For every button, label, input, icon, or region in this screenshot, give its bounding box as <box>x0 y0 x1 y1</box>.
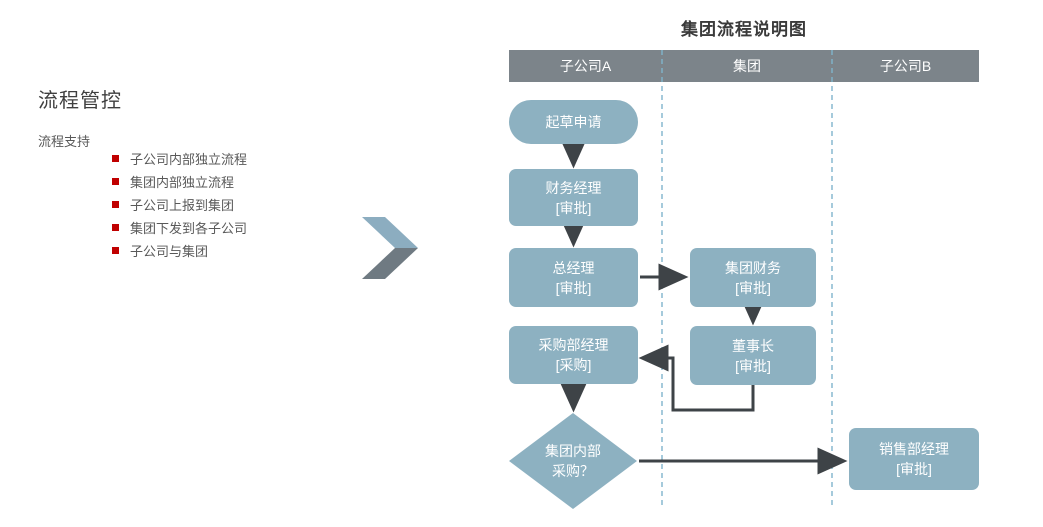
lane-header-subsidiary-b: 子公司B <box>879 58 932 74</box>
node-sublabel: [采购] <box>555 357 592 373</box>
node-label: 采购部经理 <box>538 337 609 353</box>
list-item-label: 子公司上报到集团 <box>130 198 235 213</box>
flow-node-chairman: 董事长 [审批] <box>690 326 816 385</box>
node-sublabel: [审批] <box>555 199 592 216</box>
flow-node-decision: 集团内部 采购？ <box>509 413 637 509</box>
node-sublabel: [审批] <box>735 357 771 374</box>
lane-header-group: 集团 <box>733 58 761 74</box>
node-sublabel: [审批] <box>896 461 932 477</box>
list-item: 子公司与集团 <box>112 239 247 262</box>
list-item: 子公司上报到集团 <box>112 193 247 216</box>
list-item: 子公司内部独立流程 <box>112 147 247 170</box>
swimlane-header: 子公司A 集团 子公司B <box>509 50 979 82</box>
node-label: 董事长 <box>732 337 774 354</box>
node-label: 集团财务 <box>725 259 781 276</box>
node-label: 销售部经理 <box>879 441 949 457</box>
list-item: 集团下发到各子公司 <box>112 216 247 239</box>
flow-node-start: 起草申请 <box>509 100 638 144</box>
node-label: 总经理 <box>552 259 595 276</box>
flow-node-purchase-manager: 采购部经理 [采购] <box>509 326 638 384</box>
node-sublabel: [审批] <box>555 279 592 296</box>
node-sublabel: [审批] <box>735 279 771 296</box>
bullet-square-icon <box>112 155 119 162</box>
list-item-label: 集团下发到各子公司 <box>130 221 248 236</box>
section-label: 流程支持 <box>38 134 91 149</box>
bullet-square-icon <box>112 201 119 208</box>
list-item: 集团内部独立流程 <box>112 170 247 193</box>
diagram-title: 集团流程说明图 <box>681 20 807 39</box>
bullet-square-icon <box>112 224 119 231</box>
node-sublabel: 采购？ <box>552 463 594 479</box>
bullet-square-icon <box>112 247 119 254</box>
bullet-square-icon <box>112 178 119 185</box>
list-item-label: 集团内部独立流程 <box>130 175 235 190</box>
node-label: 集团内部 <box>545 443 601 459</box>
flow-node-finance-manager: 财务经理 [审批] <box>509 169 638 226</box>
node-label: 财务经理 <box>545 179 602 196</box>
list-item-label: 子公司内部独立流程 <box>130 152 248 167</box>
node-label: 起草申请 <box>545 114 602 130</box>
flow-node-group-finance: 集团财务 [审批] <box>690 248 816 307</box>
flow-node-sales-manager: 销售部经理 [审批] <box>849 428 979 490</box>
page-title: 流程管控 <box>38 90 122 112</box>
right-chevron-icon <box>362 217 418 279</box>
flow-node-general-manager: 总经理 [审批] <box>509 248 638 307</box>
feature-list: 子公司内部独立流程 集团内部独立流程 子公司上报到集团 集团下发到各子公司 子公… <box>112 147 247 262</box>
list-item-label: 子公司与集团 <box>130 244 209 259</box>
lane-header-subsidiary-a: 子公司A <box>559 58 612 74</box>
